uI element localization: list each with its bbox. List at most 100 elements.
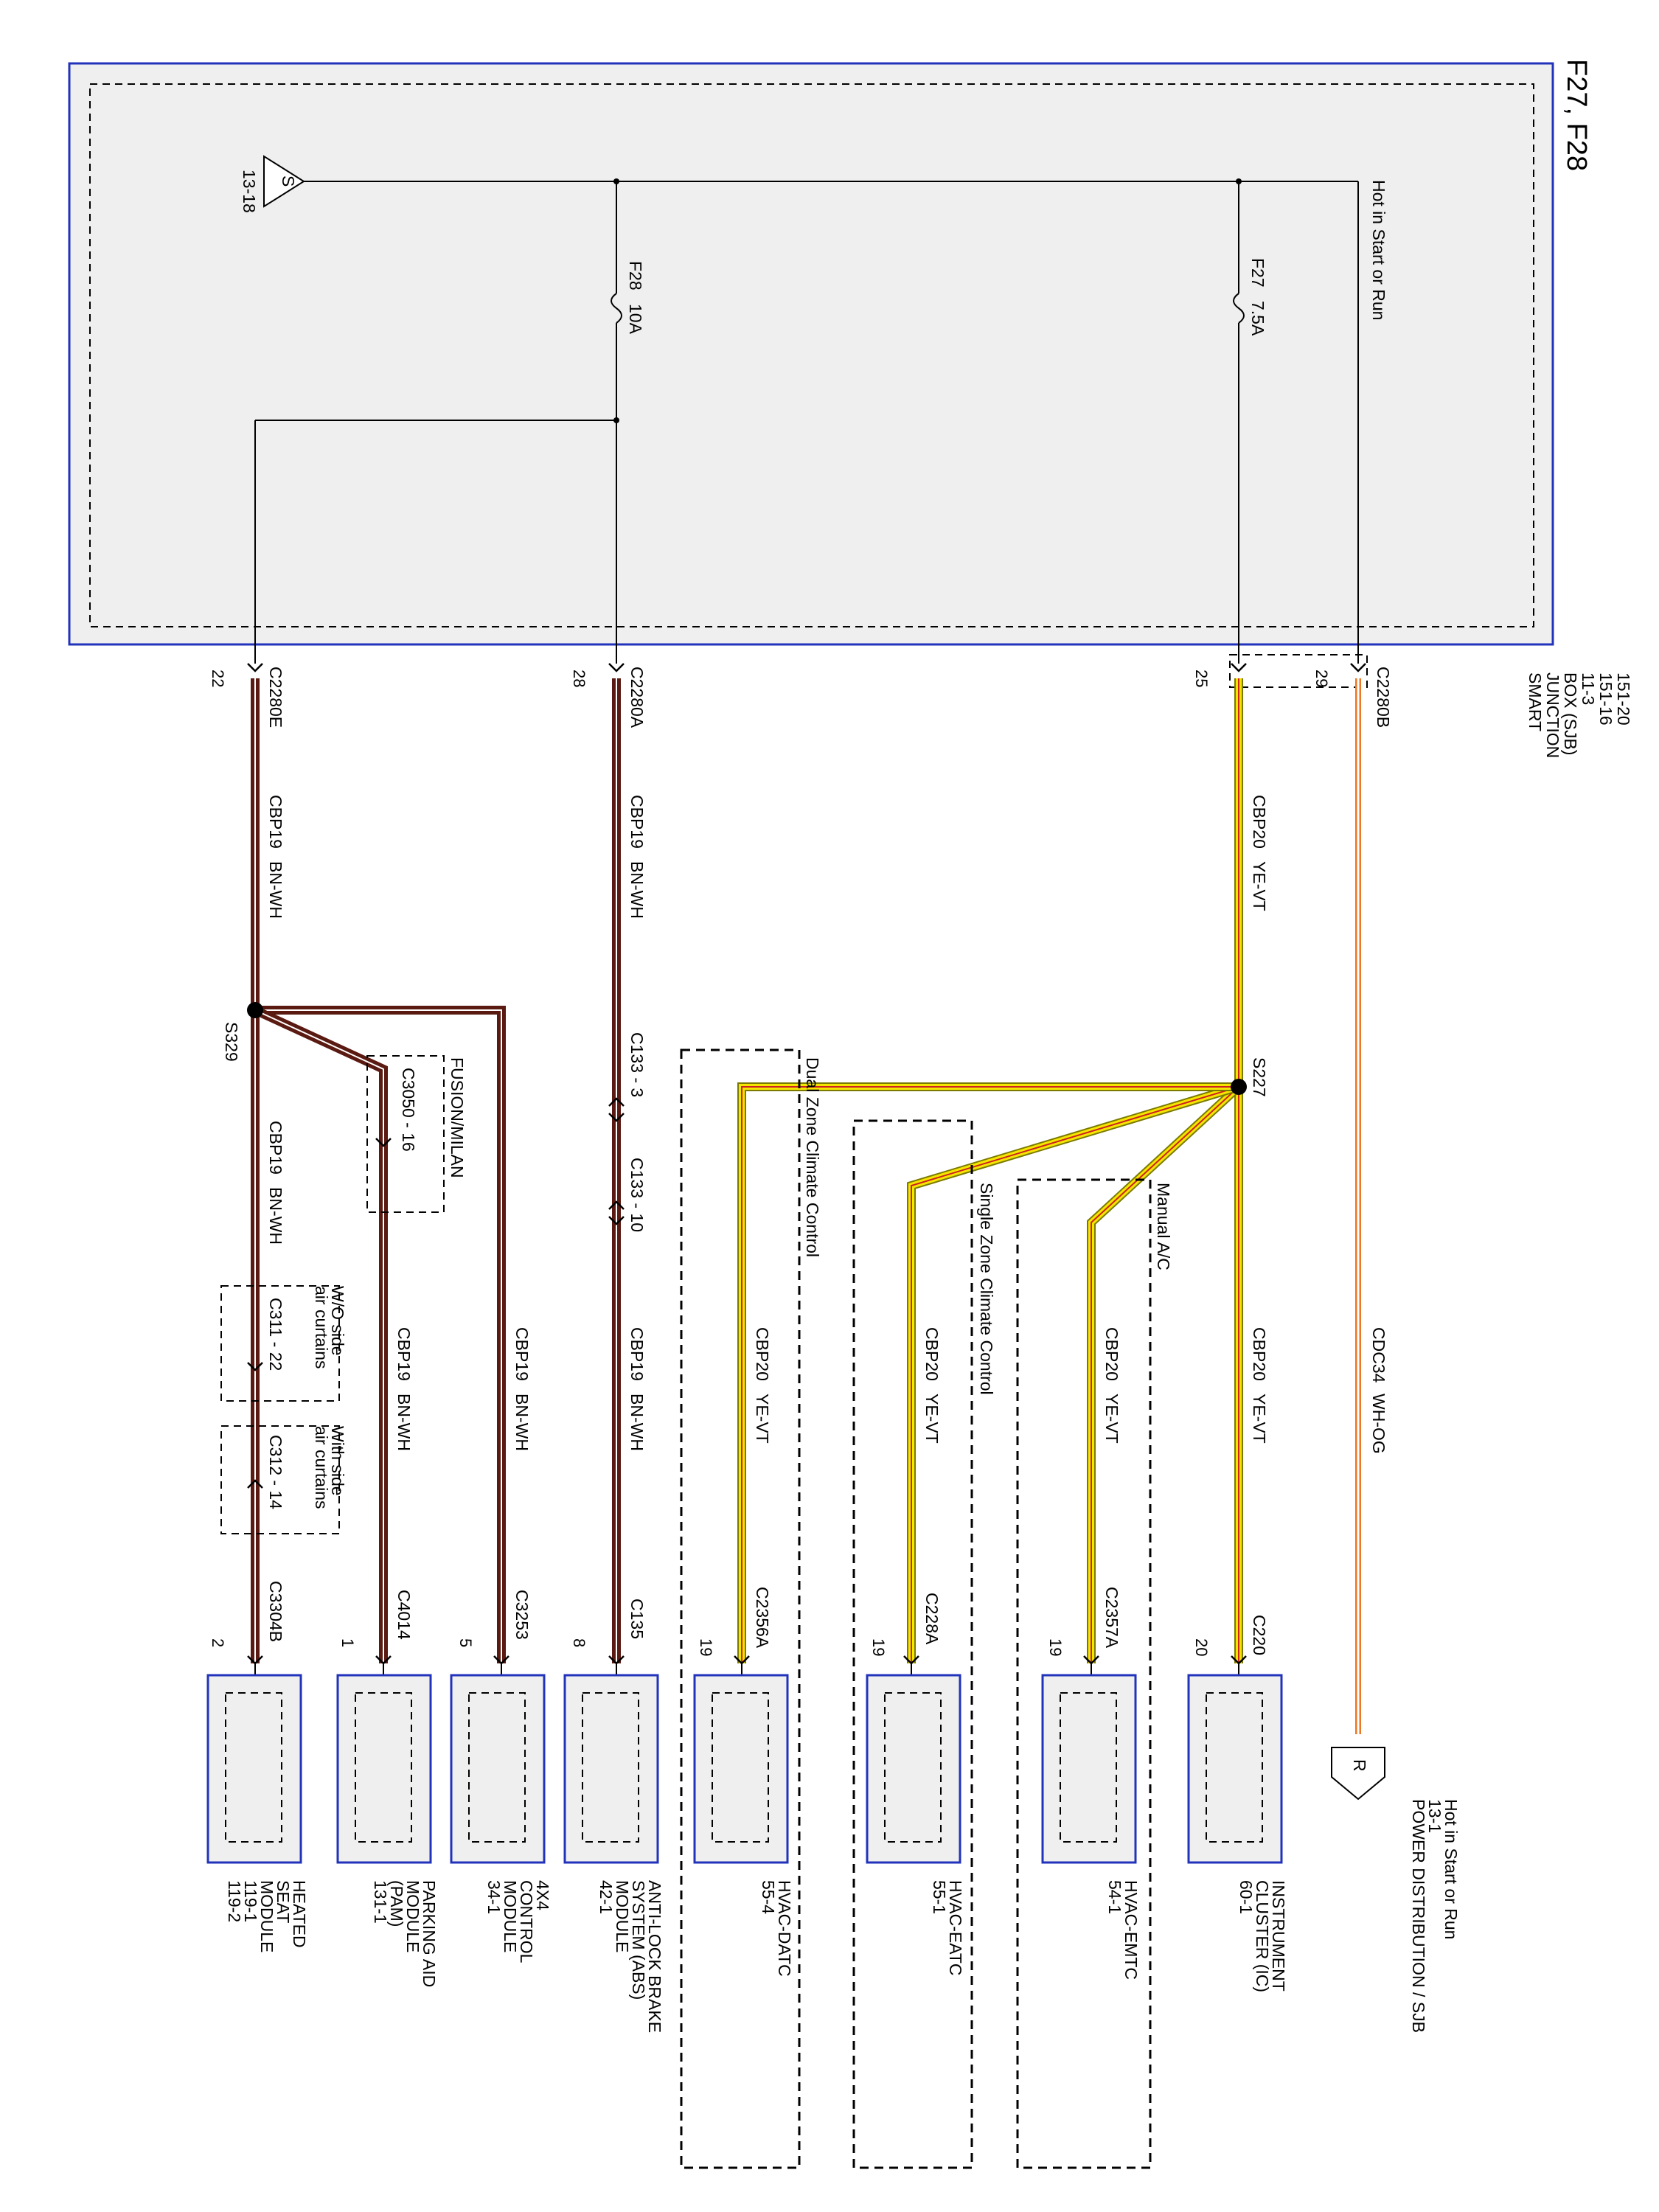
svg-text:YE-VT: YE-VT: [753, 1394, 772, 1444]
module-4x4: C3253 5 4X4 CONTROL MODULE 34-1: [450, 1590, 552, 1964]
option-single-zone: [852, 1119, 973, 2169]
pin-22: 22: [209, 669, 227, 687]
svg-text:19: 19: [1046, 1638, 1065, 1656]
connector-c2280b-outline: [1229, 654, 1368, 688]
svg-text:Hot in Start or Run: Hot in Start or Run: [1441, 1799, 1461, 1939]
svg-text:F27: F27: [1248, 258, 1267, 288]
module-hvac-eatc: C228A 19 HVAC-EATC 55-1: [866, 1593, 965, 1976]
power-distribution: R POWER DISTRIBUTION / SJB 13-1 Hot in S…: [1331, 1747, 1461, 2033]
svg-text:20: 20: [1192, 1638, 1211, 1656]
connector-arrow: [247, 663, 263, 672]
svg-text:5: 5: [456, 1638, 475, 1647]
splice-s227: [1231, 1079, 1247, 1095]
svg-text:C2356A: C2356A: [753, 1587, 772, 1649]
svg-text:119-1: 119-1: [241, 1880, 260, 1922]
connector-c2280e: C2280E: [266, 667, 285, 728]
svg-text:11-3: 11-3: [1579, 672, 1598, 705]
pin-28: 28: [570, 669, 588, 687]
svg-text:SMART: SMART: [1526, 672, 1545, 731]
svg-text:55-4: 55-4: [759, 1880, 778, 1914]
svg-text:C4014: C4014: [394, 1590, 414, 1640]
power-distribution-symbol: R: [1350, 1759, 1369, 1772]
svg-text:C3253: C3253: [512, 1590, 532, 1640]
svg-text:CBP20: CBP20: [1102, 1327, 1121, 1381]
wire-cbp20: [737, 678, 1247, 1663]
connector-c2280b: C2280B: [1374, 667, 1393, 728]
connector-c2280a: C2280A: [627, 667, 647, 728]
svg-text:19: 19: [697, 1638, 715, 1656]
svg-text:131-1: 131-1: [371, 1880, 390, 1924]
fuse-f27-icon: [1233, 293, 1245, 324]
svg-text:CONTROL: CONTROL: [517, 1880, 536, 1964]
wire-cbp19: [247, 678, 621, 1663]
connector-arrow: [1231, 663, 1247, 672]
module-heated-seat: C3304B 2 HEATED SEAT MODULE 119-1 119-2: [206, 1581, 309, 1952]
module-pam: C4014 1 PARKING AID MODULE (PAM) 131-1: [336, 1590, 439, 1987]
svg-text:CBP19: CBP19: [394, 1327, 414, 1381]
svg-text:C312 - 14: C312 - 14: [266, 1435, 285, 1509]
sjb-internal-wiring: S 13-18 Hot in Start or Run F27 7.5A F28…: [240, 155, 1388, 664]
svg-text:WH-OG: WH-OG: [1369, 1394, 1388, 1454]
option-fusion-milan: FUSION/MILAN: [448, 1057, 467, 1178]
module-hvac-datc: C2356A 19 HVAC-DATC 55-4: [693, 1587, 794, 1977]
svg-text:8: 8: [570, 1638, 588, 1647]
ground-symbol-label: S: [279, 175, 298, 187]
svg-text:YE-VT: YE-VT: [1250, 1394, 1269, 1444]
svg-text:C311 - 22: C311 - 22: [266, 1298, 285, 1371]
fuse-f28-label: F28 10A: [626, 261, 645, 335]
svg-text:air curtains: air curtains: [312, 1286, 331, 1368]
svg-text:54-1: 54-1: [1105, 1880, 1124, 1914]
module-hvac-emtc: C2357A 19 HVAC-EMTC 54-1: [1041, 1587, 1141, 1980]
svg-text:C2357A: C2357A: [1102, 1587, 1121, 1649]
svg-text:CBP20: CBP20: [1250, 795, 1269, 849]
diagram-title: F27, F28: [1561, 59, 1592, 171]
svg-text:CBP19: CBP19: [512, 1327, 532, 1381]
svg-text:4X4: 4X4: [533, 1880, 552, 1910]
svg-text:CBP19: CBP19: [627, 795, 647, 849]
svg-text:YE-VT: YE-VT: [1250, 861, 1269, 911]
ground-ref: 13-18: [240, 170, 259, 213]
svg-text:BN-WH: BN-WH: [266, 1187, 285, 1245]
svg-text:With side: With side: [328, 1426, 347, 1496]
svg-text:CBP19: CBP19: [266, 1121, 285, 1175]
svg-text:BN-WH: BN-WH: [394, 1394, 414, 1451]
svg-text:(PAM): (PAM): [387, 1880, 406, 1927]
svg-text:151-20: 151-20: [1614, 672, 1633, 726]
svg-text:CBP20: CBP20: [1250, 1327, 1269, 1381]
sjb-label: SMART JUNCTION BOX (SJB) 11-3 151-16 151…: [1526, 672, 1633, 758]
svg-text:C3050 - 16: C3050 - 16: [399, 1068, 418, 1152]
sjb-connectors: C2280B 29 25 C2280A 28 C2280E 22: [209, 654, 1393, 728]
pin-29: 29: [1312, 669, 1331, 687]
svg-text:air curtains: air curtains: [312, 1426, 331, 1509]
svg-text:CBP20: CBP20: [753, 1327, 772, 1381]
svg-text:POWER DISTRIBUTION / SJB: POWER DISTRIBUTION / SJB: [1409, 1799, 1428, 2033]
svg-text:119-2: 119-2: [225, 1880, 244, 1922]
svg-text:34-1: 34-1: [484, 1880, 504, 1914]
svg-text:HVAC-EATC: HVAC-EATC: [946, 1880, 965, 1976]
svg-text:HEATED: HEATED: [290, 1880, 309, 1948]
svg-text:CBP20: CBP20: [922, 1327, 942, 1381]
pin-25: 25: [1192, 669, 1211, 687]
svg-text:BN-WH: BN-WH: [266, 861, 285, 919]
svg-text:MODULE: MODULE: [403, 1880, 422, 1952]
svg-text:PARKING AID: PARKING AID: [420, 1880, 439, 1987]
splice-s329-label: S329: [222, 1022, 241, 1062]
svg-text:7.5A: 7.5A: [1248, 301, 1267, 336]
fuse-f28-icon: [611, 293, 622, 324]
svg-text:151-16: 151-16: [1596, 672, 1615, 726]
svg-text:10A: 10A: [626, 304, 645, 335]
svg-text:Dual Zone Climate Control: Dual Zone Climate Control: [803, 1057, 822, 1257]
option-manual-ac: [1016, 1178, 1152, 2169]
svg-text:YE-VT: YE-VT: [1102, 1394, 1121, 1444]
svg-text:C133 - 10: C133 - 10: [627, 1158, 647, 1232]
sjb-hot-label: Hot in Start or Run: [1369, 180, 1388, 320]
svg-text:CBP19: CBP19: [627, 1327, 647, 1381]
connector-arrow: [608, 663, 625, 672]
svg-text:HVAC-DATC: HVAC-DATC: [775, 1880, 794, 1977]
svg-text:ANTI-LOCK BRAKE: ANTI-LOCK BRAKE: [645, 1880, 664, 2033]
svg-text:C228A: C228A: [922, 1593, 942, 1645]
option-dual-zone: [680, 1048, 801, 2169]
module-abs: C135 8 ANTI-LOCK BRAKE SYSTEM (ABS) MODU…: [563, 1599, 664, 2033]
svg-text:HVAC-EMTC: HVAC-EMTC: [1121, 1880, 1141, 1980]
